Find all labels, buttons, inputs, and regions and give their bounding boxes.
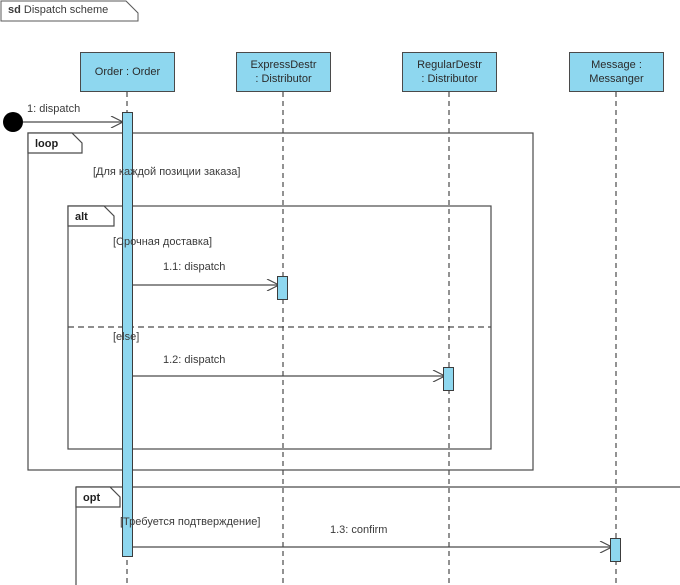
lifeline-head-order[interactable]: Order : Order xyxy=(80,52,175,92)
fragment-alt-frame xyxy=(67,205,492,450)
lifeline-head-messanger-line2: Messanger xyxy=(589,73,644,85)
lifeline-head-regulardestr[interactable]: RegularDestr : Distributor xyxy=(402,52,497,92)
fragment-opt-frame xyxy=(75,486,680,585)
diagram-frame-tab xyxy=(0,0,139,22)
lifeline-head-regulardestr-line1: RegularDestr xyxy=(417,59,482,71)
found-message-start-point xyxy=(3,112,23,132)
fragment-loop-frame xyxy=(27,132,534,471)
activation-bar-messanger[interactable] xyxy=(610,538,621,562)
lifeline-dashes xyxy=(126,92,617,585)
lifeline-head-expressdestr-line2: : Distributor xyxy=(255,73,312,85)
activation-bar-expressdestr[interactable] xyxy=(277,276,288,300)
lifeline-head-expressdestr-line1: ExpressDestr xyxy=(250,59,317,71)
message-arrows xyxy=(23,122,611,547)
activation-bar-order[interactable] xyxy=(122,112,133,557)
lifeline-head-messanger[interactable]: Message : Messanger xyxy=(569,52,664,92)
lifeline-head-order-line1: Order : Order xyxy=(94,66,161,78)
lifeline-head-regulardestr-line2: : Distributor xyxy=(421,73,478,85)
lifeline-head-expressdestr[interactable]: ExpressDestr : Distributor xyxy=(236,52,331,92)
activation-bar-regulardestr[interactable] xyxy=(443,367,454,391)
lifeline-head-messanger-line1: Message : xyxy=(591,59,642,71)
